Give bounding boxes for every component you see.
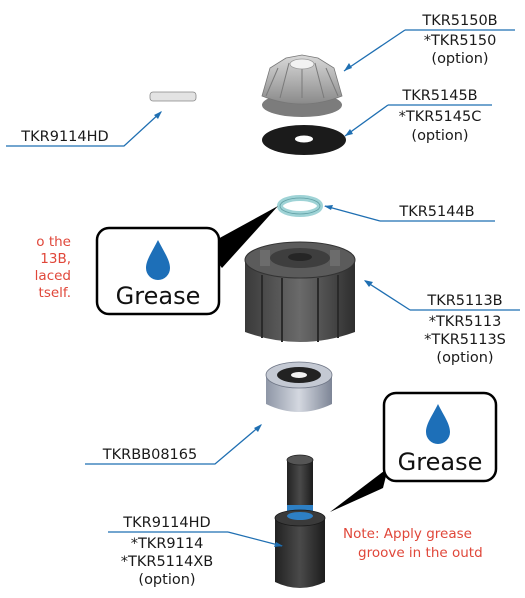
grease-label: Grease — [398, 448, 483, 476]
note-left-line-4: tself. — [39, 285, 71, 301]
part-alt-washer-2: (option) — [411, 128, 468, 144]
part-alt-pinion-1: *TKR5150 — [424, 33, 497, 49]
note-bottom-line-2: groove in the outd — [358, 545, 483, 561]
part-label-outdrive: TKR9114HD — [122, 515, 210, 531]
pinion-gear — [261, 54, 343, 117]
grease-callout-lower: Grease — [330, 391, 498, 512]
washer-part — [262, 125, 346, 155]
part-alt-washer-1: *TKR5145C — [399, 109, 482, 125]
note-left-line-3: laced — [35, 268, 71, 284]
oring-part — [277, 195, 323, 217]
droplet-icon — [146, 240, 170, 280]
pin-part — [149, 91, 197, 102]
leader-lines — [6, 29, 520, 547]
note-bottom-line-1: Note: Apply grease — [343, 526, 472, 542]
note-left-line-2: 13B, — [40, 251, 71, 267]
part-label-washer: TKR5145B — [401, 88, 477, 104]
grease-label: Grease — [116, 282, 201, 310]
note-left-line-1: o the — [36, 234, 71, 250]
part-alt-housing-3: (option) — [436, 350, 493, 366]
part-label-oring: TKR5144B — [398, 204, 474, 220]
bearing-part — [265, 361, 333, 412]
droplet-icon — [426, 404, 450, 444]
part-alt-housing-2: *TKR5113S — [424, 332, 506, 348]
part-alt-housing-1: *TKR5113 — [429, 314, 502, 330]
part-label-housing: TKR5113B — [426, 293, 502, 309]
housing-part — [244, 241, 356, 342]
part-alt-outdrive-2: *TKR5114XB — [121, 554, 213, 570]
part-label-pin: TKR9114HD — [20, 129, 108, 145]
part-alt-outdrive-3: (option) — [138, 572, 195, 588]
part-alt-pinion-2: (option) — [431, 51, 488, 67]
grease-callout-upper: Grease — [95, 206, 278, 316]
outdrive-part — [274, 454, 326, 588]
part-label-bearing: TKRBB08165 — [102, 447, 197, 463]
part-alt-outdrive-1: *TKR9114 — [131, 536, 204, 552]
part-label-pinion: TKR5150B — [421, 13, 497, 29]
